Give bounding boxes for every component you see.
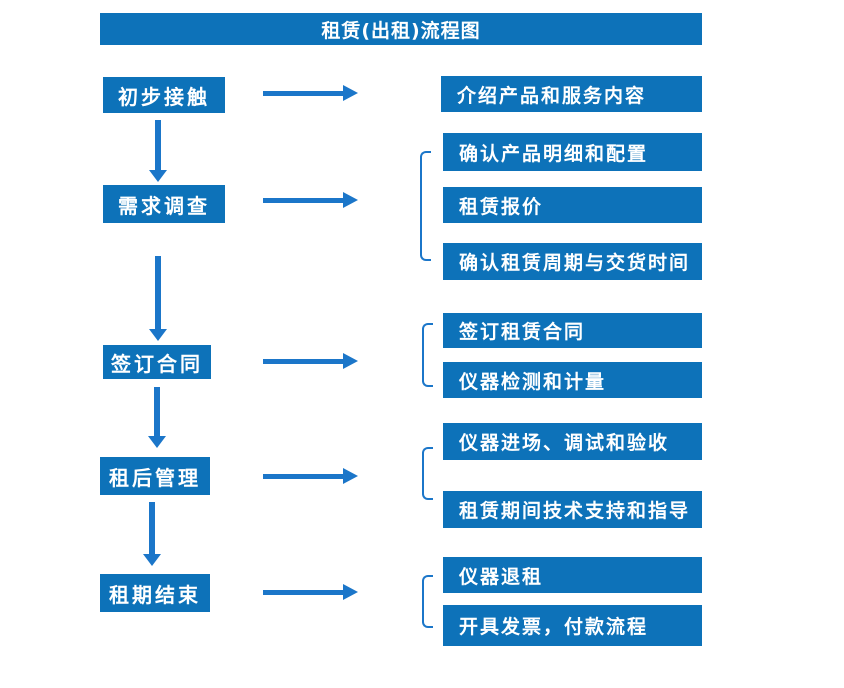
output-box-introduce-products: 介绍产品和服务内容 [441, 76, 702, 112]
bracket-stage4-outputs-icon [422, 447, 433, 500]
page-title: 租赁(出租)流程图 [100, 13, 702, 45]
arrow-stage5-outputs-icon [263, 584, 358, 600]
arrow-stage3-to-stage4-icon [148, 387, 166, 448]
stage-box-initial-contact: 初步接触 [103, 77, 225, 113]
arrow-stage4-to-stage5-icon [143, 502, 161, 566]
output-box-instrument-testing: 仪器检测和计量 [443, 362, 702, 398]
output-box-sign-rental-contract: 签订租赁合同 [443, 313, 702, 348]
output-box-instrument-return: 仪器退租 [443, 557, 702, 593]
bracket-stage2-outputs-icon [420, 151, 431, 261]
output-box-technical-support: 租赁期间技术支持和指导 [443, 491, 702, 528]
bracket-stage5-outputs-icon [422, 575, 433, 628]
bracket-stage3-outputs-icon [422, 323, 433, 387]
arrow-stage1-to-stage2-icon [149, 120, 167, 182]
stage-box-rental-end: 租期结束 [100, 574, 210, 612]
arrow-stage4-outputs-icon [263, 468, 358, 484]
output-box-confirm-product-details: 确认产品明细和配置 [443, 133, 702, 171]
output-box-rental-quotation: 租赁报价 [443, 187, 702, 223]
arrow-stage1-outputs-icon [263, 85, 358, 101]
stage-box-post-rental-management: 租后管理 [100, 457, 210, 495]
arrow-stage2-to-stage3-icon [149, 256, 167, 341]
stage-box-sign-contract: 签订合同 [103, 345, 211, 379]
arrow-stage3-outputs-icon [263, 353, 358, 369]
output-box-instrument-installation: 仪器进场、调试和验收 [443, 423, 702, 460]
arrow-stage2-outputs-icon [263, 192, 358, 208]
stage-box-demand-survey: 需求调查 [103, 185, 225, 223]
output-box-confirm-rental-period: 确认租赁周期与交货时间 [443, 243, 702, 280]
output-box-invoice-payment: 开具发票，付款流程 [443, 605, 702, 646]
